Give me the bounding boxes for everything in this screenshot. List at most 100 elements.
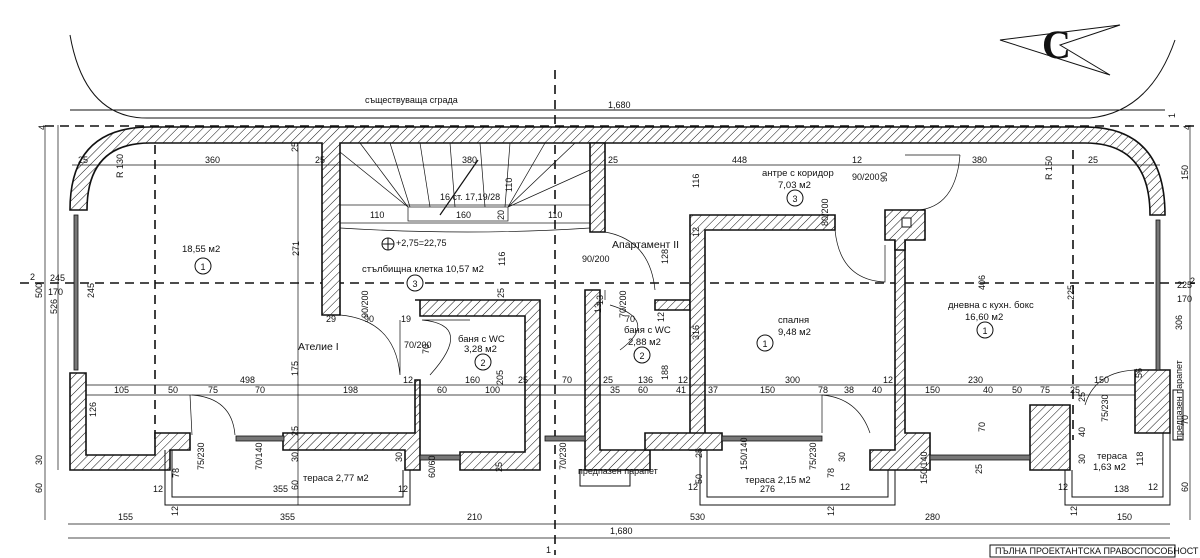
dimension-label: 25: [518, 375, 528, 385]
terrace-2-outline-inner: [706, 450, 889, 498]
room-area: 3,28 м2: [464, 344, 497, 355]
dimension-label: 110: [370, 210, 384, 220]
outer-wall-top: [69, 126, 1166, 316]
dimension-label: 70: [255, 385, 265, 395]
dimension-label: 90: [879, 172, 889, 182]
north-arrow-icon: С: [999, 22, 1121, 76]
dimension-label: 90/200: [852, 172, 880, 182]
dimension-label: 271: [291, 241, 301, 256]
room-name: спалня: [778, 315, 809, 326]
chimney: [884, 209, 926, 251]
dimension-label: 78: [171, 468, 181, 478]
dimension-label: 35: [610, 385, 620, 395]
dimension-label: 12: [1148, 482, 1158, 492]
dimension-label: 90/200: [360, 290, 370, 318]
dimension-label: 360: [205, 155, 220, 165]
dimension-label: 25: [1077, 392, 1087, 402]
dimension-label: 30: [290, 452, 300, 462]
dimension-label: 12: [688, 482, 698, 492]
dimension-label: 526: [49, 299, 59, 314]
dimension-label: 25: [290, 142, 300, 152]
dimension-label: 50: [694, 474, 704, 484]
parapet-box: [579, 469, 631, 487]
dimension-label: 37: [708, 385, 718, 395]
terrace-1-outline: [164, 450, 411, 506]
room-area: 2,88 м2: [628, 337, 661, 348]
dimension-label: 110: [504, 178, 514, 192]
dimension-label: 41: [676, 385, 686, 395]
wall-segment: [282, 379, 421, 471]
dimension-label: 40: [1077, 427, 1087, 437]
room-number-circle: [474, 353, 492, 371]
dimension-label: 4: [37, 125, 47, 130]
dimension-label: 150/140: [919, 451, 929, 484]
dimension-label: 30: [34, 455, 44, 465]
dimension-label: 175: [290, 361, 300, 376]
dimension-label: 300: [785, 375, 800, 385]
dimension-lines: [44, 125, 1191, 539]
existing-building-outline: [69, 34, 1176, 119]
dimension-label: 12: [826, 506, 836, 516]
dimension-label: 25: [1070, 385, 1080, 395]
dimension-label: 40: [983, 385, 993, 395]
room-name: тераса 2,77 м2: [303, 473, 369, 484]
dimension-label: 70/230: [558, 442, 568, 470]
dimension-label: 225: [1177, 280, 1192, 290]
dimension-label: 105: [114, 385, 129, 395]
room-area: 16,60 м2: [965, 312, 1003, 323]
svg-text:С: С: [1042, 22, 1071, 67]
existing-building-label: съществуваща сграда: [365, 95, 458, 105]
dimension-label: 498: [240, 375, 255, 385]
dimension-label: 406: [977, 275, 987, 290]
dimension-label: 25: [290, 426, 300, 436]
dimension-label: 12: [691, 227, 701, 237]
terrace-1-outline-inner: [171, 450, 404, 498]
dimension-label: 30: [1077, 454, 1087, 464]
dimension-label: 150: [1094, 375, 1109, 385]
dimension-label: 12: [170, 506, 180, 516]
room-area: 9,48 м2: [778, 327, 811, 338]
dimension-label: 13: [595, 295, 605, 305]
dimension-label: 40: [872, 385, 882, 395]
dimension-label: 70: [562, 375, 572, 385]
dimension-label: 75: [208, 385, 218, 395]
dimension-label: 12: [840, 482, 850, 492]
dimension-label: 170: [1177, 294, 1192, 304]
dimension-label: 75/230: [196, 442, 206, 470]
dimension-label: 25: [496, 288, 506, 298]
dimension-label: 70/200: [404, 340, 432, 350]
dimension-label: 150: [925, 385, 940, 395]
dimension-label: 90/200: [582, 254, 610, 264]
outer-wall-right-bottom: [1134, 369, 1171, 434]
dimension-label: 50: [168, 385, 178, 395]
dimension-label: 225: [1066, 285, 1076, 300]
dimension-label: 25: [1088, 155, 1098, 165]
room-name: тераса 2,15 м2: [745, 475, 811, 486]
room-number-circle: [756, 334, 774, 352]
dimension-label: 150: [1117, 512, 1132, 522]
dimension-label: 245: [86, 283, 96, 298]
dimension-label: 2: [30, 272, 35, 282]
dimension-label: 355: [273, 484, 288, 494]
dimension-label: 60: [638, 385, 648, 395]
room-number: 1: [200, 262, 205, 272]
parapet-label: предпазен парапет: [1174, 360, 1184, 440]
dimension-label: 316: [691, 325, 701, 340]
dimension-label: 70: [421, 344, 431, 354]
room-name: стълбищна клетка 10,57 м2: [362, 264, 484, 275]
room-number: 1: [982, 326, 987, 336]
dimension-label: 38: [844, 385, 854, 395]
dimension-label: 12: [852, 155, 862, 165]
dimension-label: 276: [760, 484, 775, 494]
doors: [189, 154, 1136, 436]
dimension-label: 116: [691, 174, 701, 188]
room-area: 1,63 м2: [1093, 462, 1126, 473]
dimension-label: 75/230: [1100, 394, 1110, 422]
dimension-label: 25: [78, 155, 88, 165]
room-number-circle: [786, 189, 804, 207]
level-mark-cross: [382, 238, 394, 250]
bedroom-right-wall: [869, 224, 931, 471]
dimension-label: 70/140: [254, 442, 264, 470]
